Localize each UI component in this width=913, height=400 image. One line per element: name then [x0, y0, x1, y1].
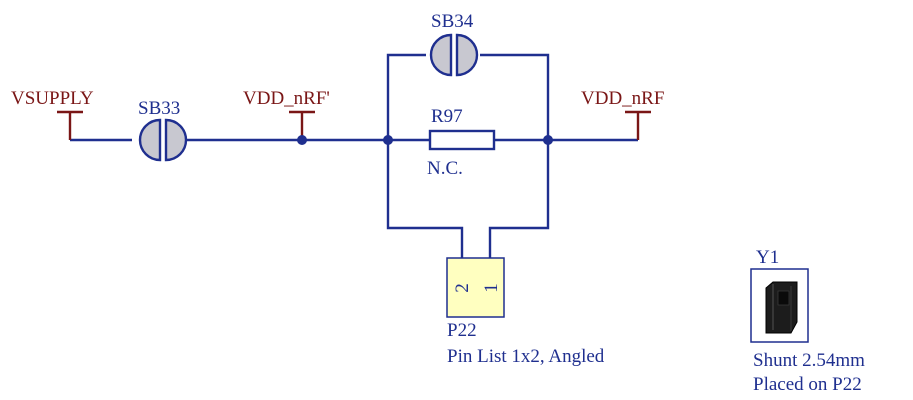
sb33-designator: SB33 [138, 98, 180, 119]
y1-description-line1: Shunt 2.54mm [753, 350, 865, 371]
sb33-solder-bridge-symbol [132, 118, 188, 162]
junction-right-node [543, 135, 553, 145]
junction-left-node [383, 135, 393, 145]
p22-pin2-number: 2 [452, 283, 473, 293]
r97-designator: R97 [431, 106, 463, 127]
p22-designator: P22 [447, 320, 477, 341]
p22-pin1-number: 1 [481, 283, 502, 293]
vsupply-net-label: VSUPPLY [11, 88, 94, 109]
sb34-solder-bridge-symbol [426, 33, 480, 77]
p22-connector-body [446, 257, 505, 318]
r97-value: N.C. [427, 158, 463, 179]
y1-description-line2: Placed on P22 [753, 374, 862, 395]
y1-designator: Y1 [756, 247, 779, 268]
vsupply-net-port [57, 110, 83, 140]
vdd-nrf-net-port [625, 110, 651, 140]
junction-vdd-nrf-prime [297, 135, 307, 145]
p22-pin1-wire [488, 140, 550, 258]
r97-resistor-symbol [428, 129, 496, 151]
sb34-designator: SB34 [431, 11, 474, 32]
vdd-nrf-net-label: VDD_nRF [581, 88, 664, 109]
shunt-jumper-image [750, 268, 809, 343]
vdd-nrf-prime-net-label: VDD_nRF' [243, 88, 330, 109]
p22-pin2-wire [386, 140, 464, 258]
p22-description: Pin List 1x2, Angled [447, 346, 605, 367]
